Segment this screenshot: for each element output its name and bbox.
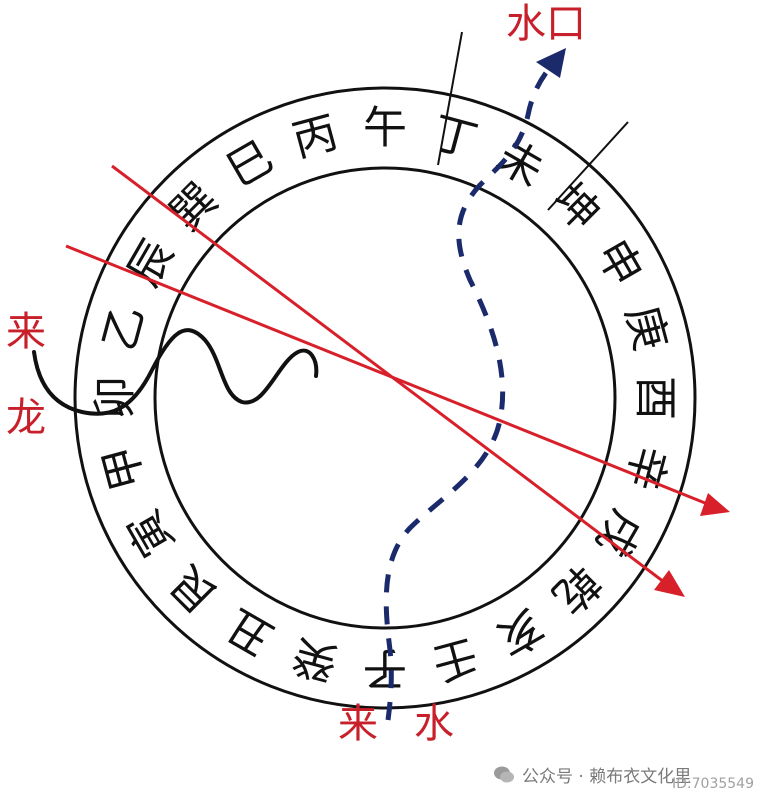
red-direction-line (65, 244, 711, 507)
outer-ring-circle (73, 86, 697, 710)
ring-character: 壬 (427, 628, 483, 689)
ring-character: 丙 (287, 107, 343, 168)
water-arrowhead (536, 48, 566, 78)
ring-character: 丁 (427, 107, 483, 168)
red-arrowhead (654, 570, 685, 597)
ring-character: 丑 (218, 599, 282, 665)
sector-divider-line (547, 121, 629, 211)
lai-shui-label-right: 水 (414, 701, 454, 747)
ring-character: 庚 (615, 300, 676, 356)
lai-shui-label-left: 来 (338, 701, 378, 747)
watermark: 公众号 · 赖布衣文化里 ID:7035549 (492, 762, 754, 792)
shui-kou-label: 水口 (506, 1, 586, 47)
ring-character: 癸 (287, 628, 343, 689)
ring-character: 寅 (118, 501, 184, 565)
ring-character: 乾 (542, 555, 609, 622)
ring-character: 酉 (630, 376, 681, 420)
watermark-text: 公众号 · 赖布衣文化里 (522, 767, 692, 787)
ring-character: 戌 (586, 501, 652, 565)
ring-character: 申 (586, 231, 652, 295)
inner-ring-circle (153, 166, 617, 630)
red-arrowhead (700, 493, 730, 516)
lai-long-label-top: 来 (6, 309, 46, 355)
lai-long-label-bottom: 龙 (6, 395, 46, 441)
ring-character: 辰 (118, 231, 184, 295)
ring-character: 午 (363, 103, 407, 154)
ring-character: 甲 (94, 440, 155, 496)
watermark-id: ID:7035549 (672, 776, 754, 792)
ring-character: 巳 (218, 131, 282, 197)
ring-character: 坤 (542, 174, 609, 241)
sector-divider-line (437, 31, 463, 166)
ring-character: 艮 (161, 555, 228, 622)
ring-character: 亥 (488, 599, 552, 665)
wechat-icon (494, 766, 514, 782)
ring-character: 乙 (94, 300, 155, 356)
water-dashed-path (383, 60, 557, 721)
dragon-wave-line (32, 328, 319, 416)
ring-characters: 丙午丁未坤申庚酉辛戌乾亥壬子癸丑艮寅甲卯乙辰巽巳 (90, 103, 681, 694)
ring-character: 子 (363, 643, 407, 694)
ring-character: 巽 (161, 174, 228, 241)
